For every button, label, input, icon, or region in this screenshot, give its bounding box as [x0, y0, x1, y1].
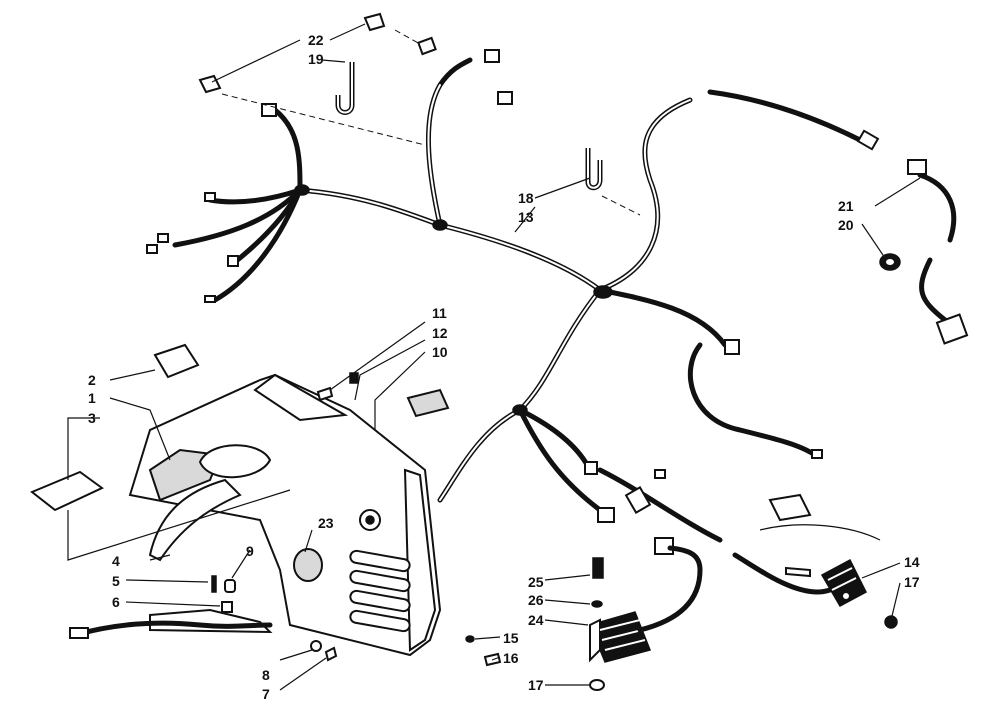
callout-25: 25 [528, 574, 544, 590]
callout-6: 6 [112, 594, 120, 610]
decal-2 [153, 343, 200, 379]
callout-12: 12 [432, 325, 448, 341]
callout-8: 8 [262, 667, 270, 683]
callout-14: 14 [904, 554, 920, 570]
callout-21: 21 [838, 198, 854, 214]
screw-7-washer-8 [310, 640, 338, 662]
callout-labels: 22 19 18 13 21 20 11 12 10 2 1 3 23 9 4 … [88, 32, 920, 702]
callout-17-right: 17 [904, 574, 920, 590]
callout-4: 4 [112, 553, 120, 569]
component-14 [759, 493, 898, 629]
callout-1: 1 [88, 390, 96, 406]
main-wiring-harness [146, 36, 880, 595]
wire-tie-22 [198, 12, 386, 94]
callout-10: 10 [432, 344, 448, 360]
screw-11 [316, 386, 334, 402]
callout-5: 5 [112, 573, 120, 589]
callout-26: 26 [528, 592, 544, 608]
callout-22: 22 [308, 32, 324, 48]
callout-15: 15 [503, 630, 519, 646]
console-housing-1 [69, 373, 442, 657]
decal-10 [406, 388, 450, 418]
grommet-20 [879, 253, 901, 271]
callout-9: 9 [246, 543, 254, 559]
callout-24: 24 [528, 612, 544, 628]
callout-18: 18 [518, 190, 534, 206]
plug-23 [293, 548, 323, 582]
callout-20: 20 [838, 217, 854, 233]
leader-lines [67, 23, 921, 691]
sub-harness-21 [907, 159, 969, 345]
callout-23: 23 [318, 515, 334, 531]
callout-19: 19 [308, 51, 324, 67]
callout-3: 3 [88, 410, 96, 426]
nut-15-screw-16 [465, 635, 502, 667]
fastener-5-6-9 [211, 575, 236, 613]
callout-16: 16 [503, 650, 519, 666]
callout-17-bottom: 17 [528, 677, 544, 693]
decal-3 [30, 470, 104, 512]
callout-11: 11 [432, 305, 447, 321]
voltage-regulator-24 [588, 545, 703, 691]
hook-18 [585, 148, 603, 191]
callout-2: 2 [88, 372, 96, 388]
callout-7: 7 [262, 686, 270, 702]
hook-19 [335, 62, 355, 115]
callout-13: 13 [518, 209, 534, 225]
